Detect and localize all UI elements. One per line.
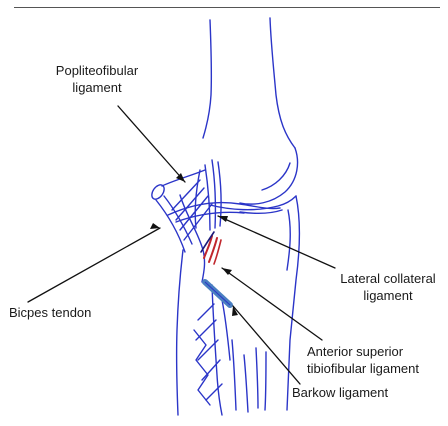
label-popliteofibular-line1: Popliteofibular bbox=[42, 62, 152, 79]
label-popliteofibular-ligament: Popliteofibular ligament bbox=[42, 62, 152, 96]
lcl-hatching bbox=[172, 180, 212, 240]
pointer-popliteofibular bbox=[118, 106, 185, 182]
label-lateral-collateral-ligament: Lateral collateral ligament bbox=[330, 270, 446, 304]
tibial-plateau-lower bbox=[240, 210, 282, 213]
tibia-right-outline bbox=[287, 196, 299, 410]
label-anterior-superior-line2: tibiofibular ligament bbox=[307, 360, 419, 377]
tibia-stroke-5 bbox=[222, 300, 230, 360]
label-lateral-collateral-line2: ligament bbox=[330, 287, 446, 304]
fibula-zigzag bbox=[194, 330, 210, 405]
arrowhead-biceps bbox=[150, 223, 160, 229]
fibula-head bbox=[180, 195, 205, 282]
femur-right-outline bbox=[270, 18, 295, 148]
label-popliteofibular-line2: ligament bbox=[42, 79, 152, 96]
label-biceps-tendon: Bicpes tendon bbox=[9, 304, 91, 321]
arrowhead-lateral-collateral bbox=[218, 216, 228, 222]
tibia-stroke-4 bbox=[265, 352, 266, 410]
label-lateral-collateral-line1: Lateral collateral bbox=[330, 270, 446, 287]
pointer-biceps bbox=[28, 228, 160, 302]
barkow-ligament-band-edge bbox=[205, 282, 230, 305]
tibia-stroke-3 bbox=[256, 348, 258, 408]
label-anterior-superior-line1: Anterior superior bbox=[307, 343, 419, 360]
tibia-stroke-2 bbox=[244, 355, 248, 412]
tibia-stroke-1 bbox=[232, 340, 236, 410]
tibia-right-inner bbox=[287, 210, 290, 270]
lcl-strand-2 bbox=[212, 160, 215, 228]
label-anterior-superior-tibiofibular-ligament: Anterior superior tibiofibular ligament bbox=[307, 343, 419, 377]
fibula-left-outline bbox=[177, 250, 183, 415]
femur-condyle-curve bbox=[240, 148, 298, 204]
femur-left-outline bbox=[203, 20, 211, 138]
label-barkow-ligament: Barkow ligament bbox=[292, 384, 388, 401]
pointer-anterior-superior bbox=[222, 268, 322, 340]
pointer-lateral-collateral bbox=[218, 216, 335, 268]
popliteus-tendon-lower bbox=[156, 200, 185, 252]
femur-condyle-inner bbox=[262, 163, 290, 190]
